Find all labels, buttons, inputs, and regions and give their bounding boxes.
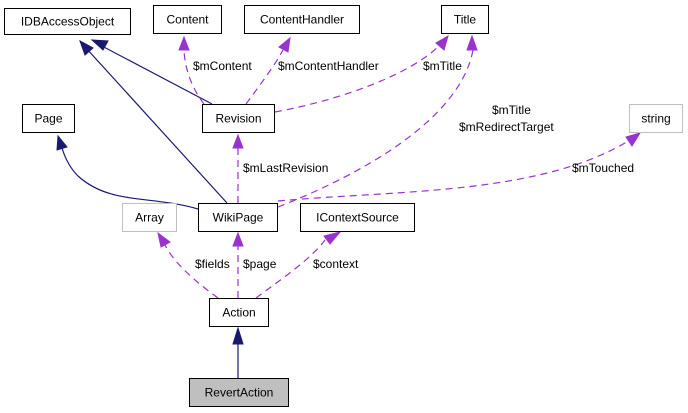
label-mcontent: $mContent xyxy=(193,59,252,73)
arrowhead-revision-idbaccessobject xyxy=(90,39,109,51)
arrowhead-revision-title xyxy=(435,34,449,51)
node-label: IDBAccessObject xyxy=(21,15,115,29)
arrowhead-action-array xyxy=(157,231,171,248)
label-fields: $fields xyxy=(195,257,230,271)
node-label: Revision xyxy=(215,112,261,126)
edge-revision-to-content xyxy=(183,49,205,105)
edge-wikipage-to-string xyxy=(277,139,631,202)
node-label: Content xyxy=(166,13,209,27)
label-mredirecttarget: $mRedirectTarget xyxy=(459,120,554,134)
inherit-edges xyxy=(56,39,244,378)
node-string[interactable]: string xyxy=(629,104,683,133)
node-page[interactable]: Page xyxy=(22,104,75,133)
node-action[interactable]: Action xyxy=(209,298,269,327)
arrowhead-wikipage-revision xyxy=(232,133,244,149)
label-mtitle-revision: $mTitle xyxy=(423,59,462,73)
arrowhead-wikipage-string xyxy=(625,132,642,147)
label-context: $context xyxy=(313,257,359,271)
node-array[interactable]: Array xyxy=(122,203,177,232)
arrowhead-revertaction-action xyxy=(232,326,244,345)
arrowhead-wikipage-title xyxy=(466,34,478,51)
arrowhead-action-wikipage xyxy=(232,231,244,247)
label-mlastrevision: $mLastRevision xyxy=(243,161,328,175)
node-label: string xyxy=(641,112,670,126)
edge-wikipage-to-idbaccessobject xyxy=(85,47,228,204)
arrowhead-action-icontextsource xyxy=(323,231,342,245)
node-label: IContextSource xyxy=(316,211,399,225)
edge-labels: $mContent $mContentHandler $mTitle $mTit… xyxy=(193,59,634,271)
arrowhead-revision-content xyxy=(178,35,190,51)
node-contenthandler[interactable]: ContentHandler xyxy=(244,5,360,34)
node-wikipage[interactable]: WikiPage xyxy=(198,203,278,232)
label-mtouched: $mTouched xyxy=(572,161,634,175)
arrowhead-revision-contenthandler xyxy=(278,36,291,53)
node-label: Page xyxy=(34,112,62,126)
edge-wikipage-to-page xyxy=(61,147,199,210)
label-mtitle-wikipage: $mTitle xyxy=(492,103,531,117)
node-content[interactable]: Content xyxy=(153,5,222,34)
edge-action-to-array xyxy=(164,244,219,299)
edge-revision-to-title xyxy=(274,44,441,113)
label-mcontenthandler: $mContentHandler xyxy=(278,59,379,73)
use-edges xyxy=(157,34,642,299)
label-page: $page xyxy=(243,257,277,271)
node-label: Array xyxy=(135,211,164,225)
edge-revision-to-contenthandler xyxy=(245,49,284,105)
node-label: WikiPage xyxy=(213,211,264,225)
edge-wikipage-to-title xyxy=(277,49,474,208)
arrowhead-wikipage-page xyxy=(56,134,68,151)
node-icontextsource[interactable]: IContextSource xyxy=(300,203,415,232)
node-idbaccessobject[interactable]: IDBAccessObject xyxy=(4,8,131,35)
arrowhead-wikipage-idbaccessobject xyxy=(79,39,94,56)
edge-revision-to-idbaccessobject xyxy=(99,44,213,105)
node-label: Title xyxy=(454,13,477,27)
node-label: ContentHandler xyxy=(260,13,344,27)
node-title[interactable]: Title xyxy=(441,5,489,34)
node-label: RevertAction xyxy=(205,386,274,400)
node-revertaction[interactable]: RevertAction xyxy=(189,378,289,407)
node-revision[interactable]: Revision xyxy=(202,104,275,133)
node-label: Action xyxy=(222,306,255,320)
